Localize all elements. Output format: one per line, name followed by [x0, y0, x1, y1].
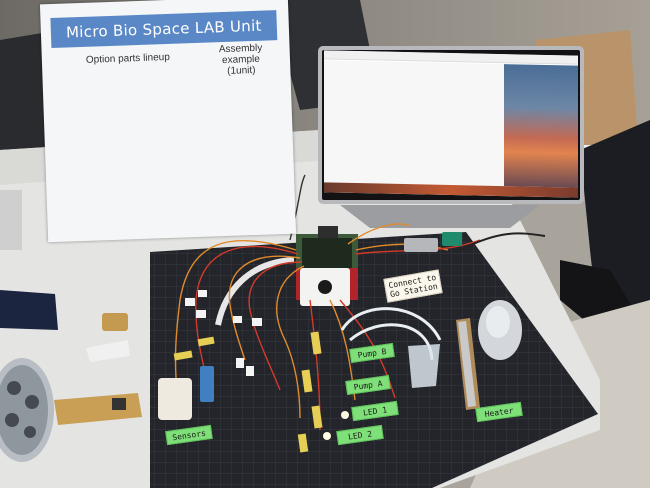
poster-option-label: Option parts lineup: [85, 51, 170, 66]
connectors: [185, 290, 262, 376]
usb-stick-button: [112, 398, 126, 410]
sensor-board: [200, 366, 214, 402]
camera-lens: [318, 280, 332, 294]
fan-stack: [318, 226, 338, 238]
info-poster: Micro Bio Space LAB Unit Option parts li…: [39, 0, 297, 243]
led-2-light: [323, 432, 331, 440]
ribbon-cable: [215, 257, 295, 326]
monitor-stand: [340, 205, 540, 228]
device-left-edge: [0, 190, 22, 250]
dish-part-3: [5, 413, 19, 427]
dish-part-1: [7, 381, 21, 395]
screen-app-window: [324, 60, 504, 187]
poster-assembly-label: Assembly example (1unit): [218, 42, 263, 77]
dish-part-4: [24, 426, 36, 438]
small-tube: [86, 340, 130, 362]
dish-part-2: [25, 395, 39, 409]
heater-foil: [458, 321, 476, 407]
tape-strips: [173, 331, 323, 453]
tubing-1: [340, 307, 442, 341]
pi-hat: [302, 238, 352, 270]
wooden-block: [102, 313, 128, 331]
monitor-screen: [324, 50, 578, 198]
humidity-sensor: [158, 378, 192, 420]
mouse-top: [486, 306, 510, 338]
acrylic-case: [0, 290, 58, 330]
led-1-light: [341, 411, 349, 419]
pump-a-device: [442, 232, 462, 246]
screen-wallpaper-photo: [504, 64, 578, 188]
cutting-mat-grid: [150, 232, 598, 488]
pump-b-device: [404, 238, 438, 252]
plastic-cup: [408, 344, 440, 388]
